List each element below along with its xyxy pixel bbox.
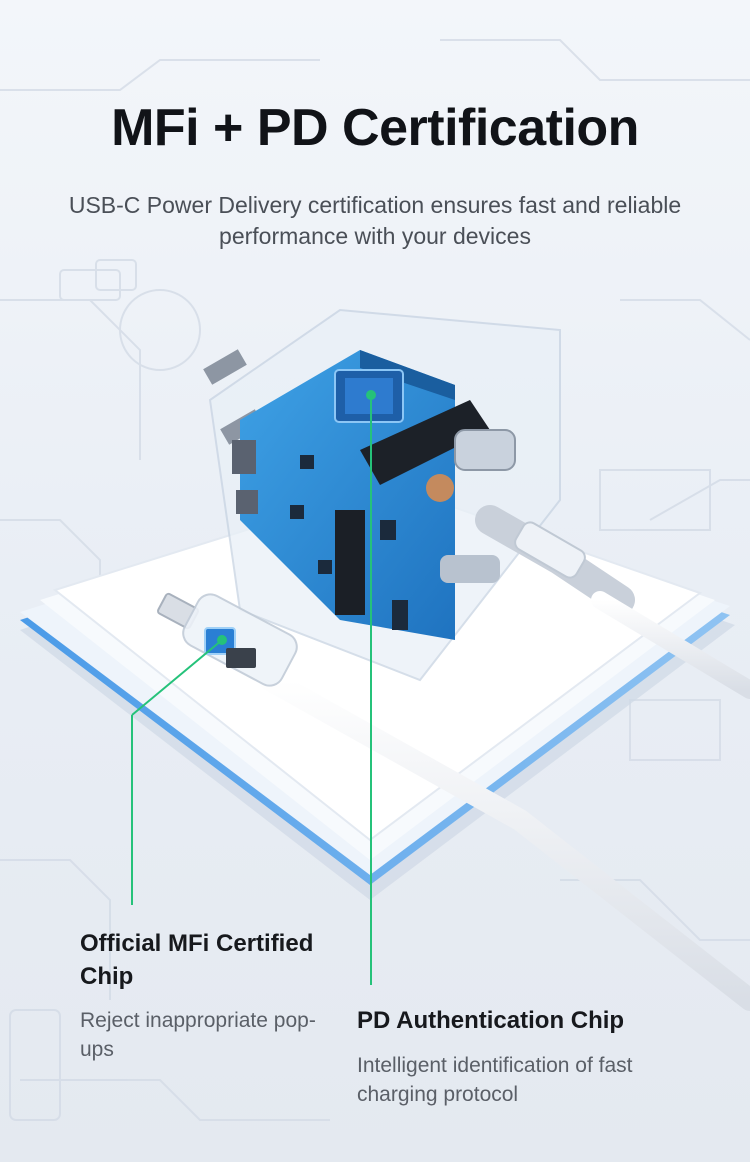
pointer-lines <box>131 390 376 985</box>
pd-chip-description: Intelligent identification of fast charg… <box>357 1054 633 1106</box>
usb-c-cable <box>475 505 750 699</box>
charger <box>203 308 561 682</box>
mfi-chip-description: Reject inappropriate pop-ups <box>80 1009 316 1061</box>
page-subtitle: USB-C Power Delivery certification ensur… <box>68 192 682 249</box>
mfi-chip-title: Official MFi Certified Chip <box>80 930 314 990</box>
pd-chip-title: PD Authentication Chip <box>357 1007 625 1034</box>
page-title: MFi + PD Certification <box>111 99 639 157</box>
lightning-cable <box>157 592 750 1011</box>
